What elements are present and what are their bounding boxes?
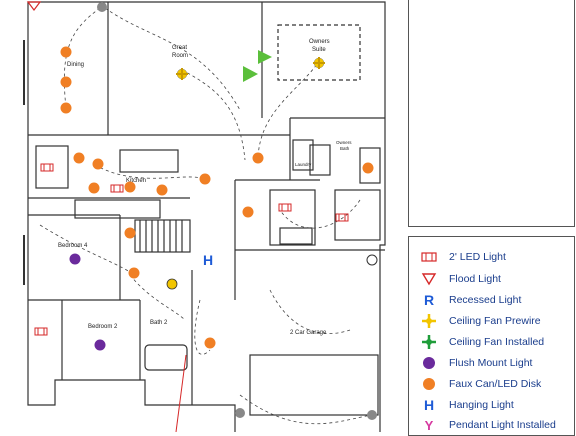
faux-can-light — [73, 152, 85, 164]
legend-row-fan-installed: Ceiling Fan Installed — [409, 332, 574, 352]
room-label-owners: Owners — [309, 39, 330, 45]
room-label-room: Room — [172, 53, 188, 59]
green-marker-icon — [258, 50, 272, 64]
room-label-owners-bath: Owners — [336, 140, 352, 145]
faux-can-light — [60, 76, 72, 88]
faux-can-light — [204, 337, 216, 349]
legend-row-fan-prewire: Ceiling Fan Prewire — [409, 311, 574, 331]
room-label-owners-bath-2: Bath — [340, 146, 350, 151]
faux-can-light — [199, 173, 211, 185]
hanging-light-icon: H — [203, 252, 213, 268]
room-label-great: Great — [172, 45, 187, 51]
faux-can-light — [156, 184, 168, 196]
water-heater — [366, 254, 378, 266]
faux-can-light — [92, 158, 104, 170]
flush-mount-light-icon — [409, 353, 449, 373]
pointer-line — [175, 354, 187, 432]
room-label-laundry: Laundry — [295, 162, 312, 167]
led-light-icon — [335, 213, 349, 222]
legend-label: Ceiling Fan Installed — [449, 336, 545, 348]
legend-row-flush: Flush Mount Light — [409, 353, 574, 373]
faux-can-light — [124, 181, 136, 193]
legend-row-recessed: R Recessed Light — [409, 290, 574, 310]
legend-label: Ceiling Fan Prewire — [449, 315, 541, 327]
legend-label: Hanging Light — [449, 399, 514, 411]
floor-plan: Dining Great Room Owners Suite Owners Ba… — [23, 1, 386, 432]
legend-panel: 2' LED Light Flood Light R Recessed Ligh… — [408, 236, 575, 436]
led-light-icon — [278, 203, 292, 212]
faux-can-light — [60, 102, 72, 114]
led-light-icon — [110, 184, 124, 193]
room-label-garage: 2 Car Garage — [290, 330, 327, 336]
recessed-light-icon: R — [423, 292, 435, 308]
exterior-wall — [27, 2, 236, 432]
faux-can-light — [252, 152, 264, 164]
exterior-wall — [28, 1, 386, 432]
faux-can-light — [60, 46, 72, 58]
room-label-bedroom2: Bedroom 2 — [88, 324, 118, 330]
hanging-light-icon: H — [423, 397, 435, 413]
ceiling-fan-installed-icon — [409, 332, 449, 352]
faux-can-light — [362, 162, 374, 174]
faux-can-light — [124, 227, 136, 239]
pendant-light-icon: Y — [424, 417, 434, 433]
room-label-suite: Suite — [312, 47, 326, 53]
ceiling-fan-prewire-icon — [313, 57, 325, 69]
led-light-icon — [34, 327, 48, 336]
faux-can-light — [242, 206, 254, 218]
led-light-icon — [40, 163, 54, 172]
flush-mount-light — [94, 339, 106, 351]
faux-can-light-icon — [409, 374, 449, 394]
legend-label: Pendant Light Installed — [449, 419, 556, 431]
led-light-icon — [409, 247, 449, 267]
legend-row-hanging: H Hanging Light — [409, 395, 574, 415]
legend-row-faux-can: Faux Can/LED Disk — [409, 374, 574, 394]
ceiling-fan-prewire-icon — [409, 311, 449, 331]
room-label-bedroom4: Bedroom 4 — [58, 243, 88, 249]
legend-label: Flush Mount Light — [449, 357, 533, 369]
room-label-kitchen: Kitchen — [126, 178, 146, 184]
legend-row-flood: Flood Light — [409, 269, 574, 289]
ceiling-fan-prewire-icon — [166, 278, 178, 290]
room-label-bath2: Bath 2 — [150, 320, 168, 326]
faux-can-light — [88, 182, 100, 194]
legend-label: Recessed Light — [449, 294, 522, 306]
legend-row-led: 2' LED Light — [409, 247, 574, 267]
faux-can-light — [128, 267, 140, 279]
legend-label: 2' LED Light — [449, 251, 506, 263]
legend-row-pendant: Y Pendant Light Installed — [409, 415, 574, 435]
flood-light-icon — [409, 269, 449, 289]
post-marker — [97, 2, 107, 12]
room-label-dining: Dining — [67, 62, 84, 68]
post-marker — [235, 408, 245, 418]
green-marker-icon — [243, 66, 258, 82]
ceiling-fan-prewire-icon — [176, 68, 188, 80]
legend-label: Faux Can/LED Disk — [449, 378, 542, 390]
legend-label: Flood Light — [449, 273, 501, 285]
post-marker — [367, 410, 377, 420]
flood-light-icon — [26, 1, 42, 11]
notes-panel — [408, 0, 575, 227]
flush-mount-light — [69, 253, 81, 265]
